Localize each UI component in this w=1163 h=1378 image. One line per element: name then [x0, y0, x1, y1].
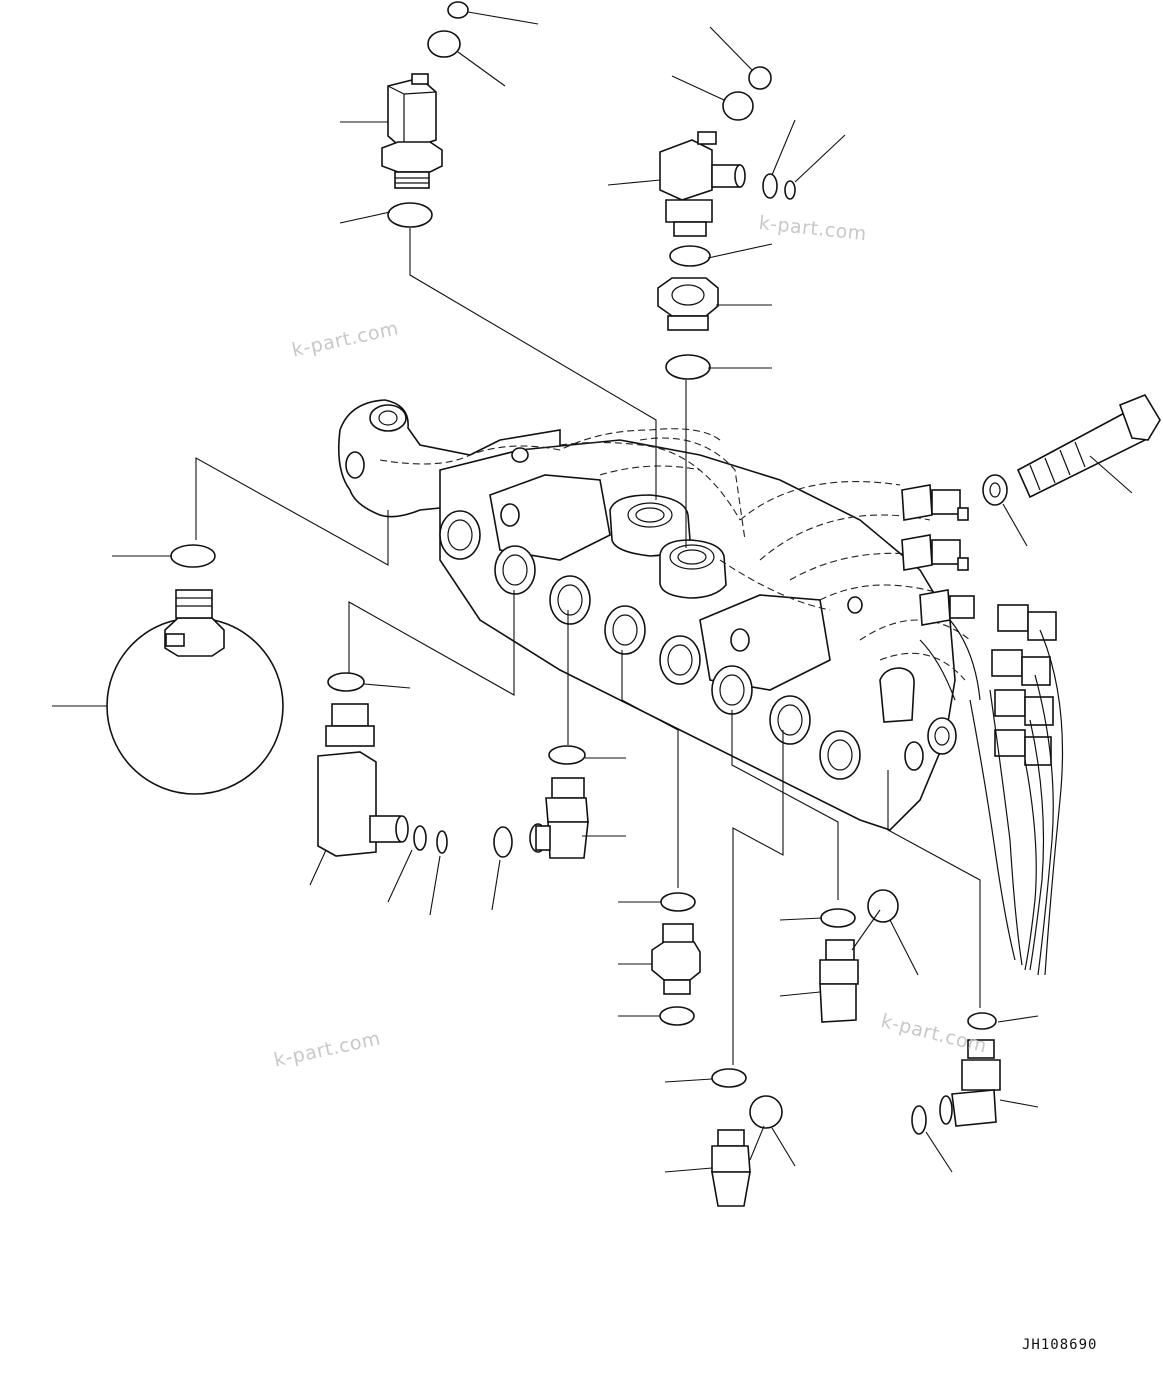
- straight-fitting-center: [651, 892, 701, 1026]
- manifold-ports: [439, 510, 861, 780]
- elbow-fitting-far-right: [911, 1012, 1001, 1135]
- accumulator: [106, 544, 284, 795]
- elbow-fitting-right-lower: [819, 889, 899, 1023]
- sensor-lower-center: [711, 1068, 783, 1207]
- elbow-fitting-center: [529, 745, 589, 859]
- drawing-number: JH108690: [1022, 1337, 1098, 1353]
- assembly-lines: [195, 228, 981, 1065]
- pressure-switch-top-center: [657, 66, 796, 380]
- mounting-bolt: [982, 394, 1161, 506]
- callout-leaders: [52, 11, 1133, 1173]
- pressure-switch-top-left: [381, 1, 469, 228]
- valve-manifold-body: [337, 399, 957, 831]
- wire-harness: [919, 619, 1064, 976]
- tee-fitting-left: [317, 672, 513, 858]
